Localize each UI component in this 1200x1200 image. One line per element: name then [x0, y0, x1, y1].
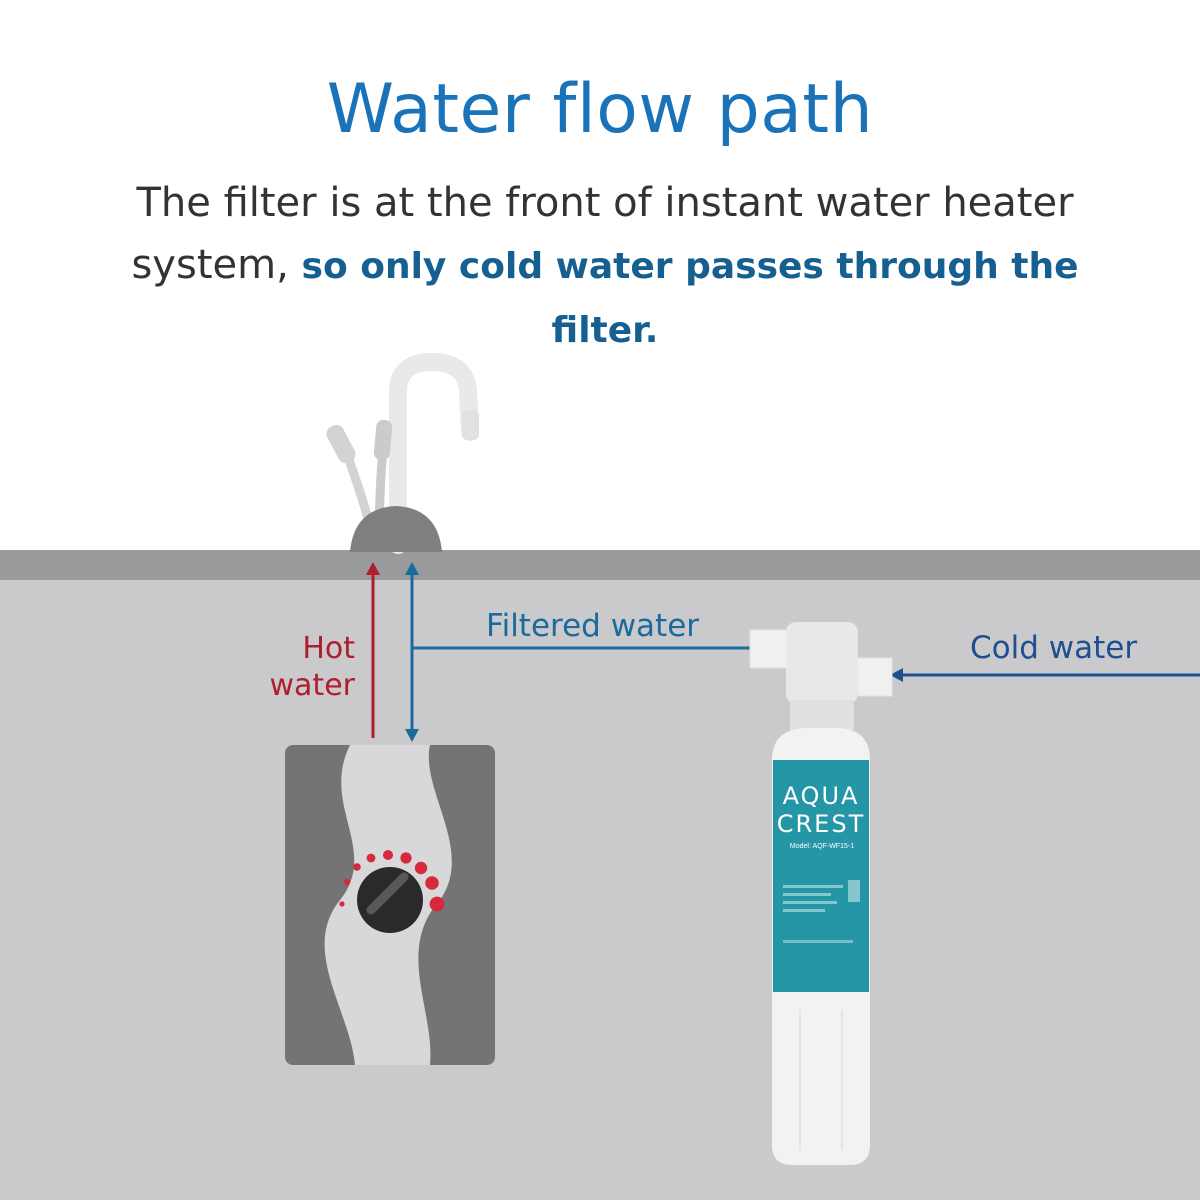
filter-brand-line2: CREST: [776, 810, 866, 838]
water-heater: [285, 745, 495, 1065]
page-title: Water flow path: [326, 70, 874, 149]
hot-water-label: Hot water: [240, 630, 355, 704]
filter-brand-line1: AQUA: [782, 782, 860, 810]
heater-dial-icon: [339, 850, 445, 933]
subtitle-highlight: so only cold water passes through the fi…: [301, 246, 1079, 351]
hot-water-label-line2: water: [269, 668, 355, 703]
filtered-water-arrow: [405, 562, 752, 742]
water-filter-cartridge: [749, 622, 893, 1165]
under-sink-cabinet: [0, 580, 1200, 1200]
countertop: [0, 550, 1200, 580]
hot-water-label-line1: Hot: [302, 631, 355, 666]
filter-model: Model: AQF-WF15-1: [789, 843, 855, 850]
subtitle: The filter is at the front of instant wa…: [100, 172, 1110, 362]
hot-water-arrow: [366, 562, 380, 738]
faucet-icon: [326, 352, 479, 554]
subtitle-text: The filter is at the front of instant wa…: [131, 180, 1074, 288]
cold-water-arrow: [890, 668, 1200, 682]
filtered-water-label: Filtered water: [486, 608, 700, 644]
filter-brand: AQUA CREST: [775, 782, 867, 838]
cold-water-label: Cold water: [970, 630, 1138, 666]
